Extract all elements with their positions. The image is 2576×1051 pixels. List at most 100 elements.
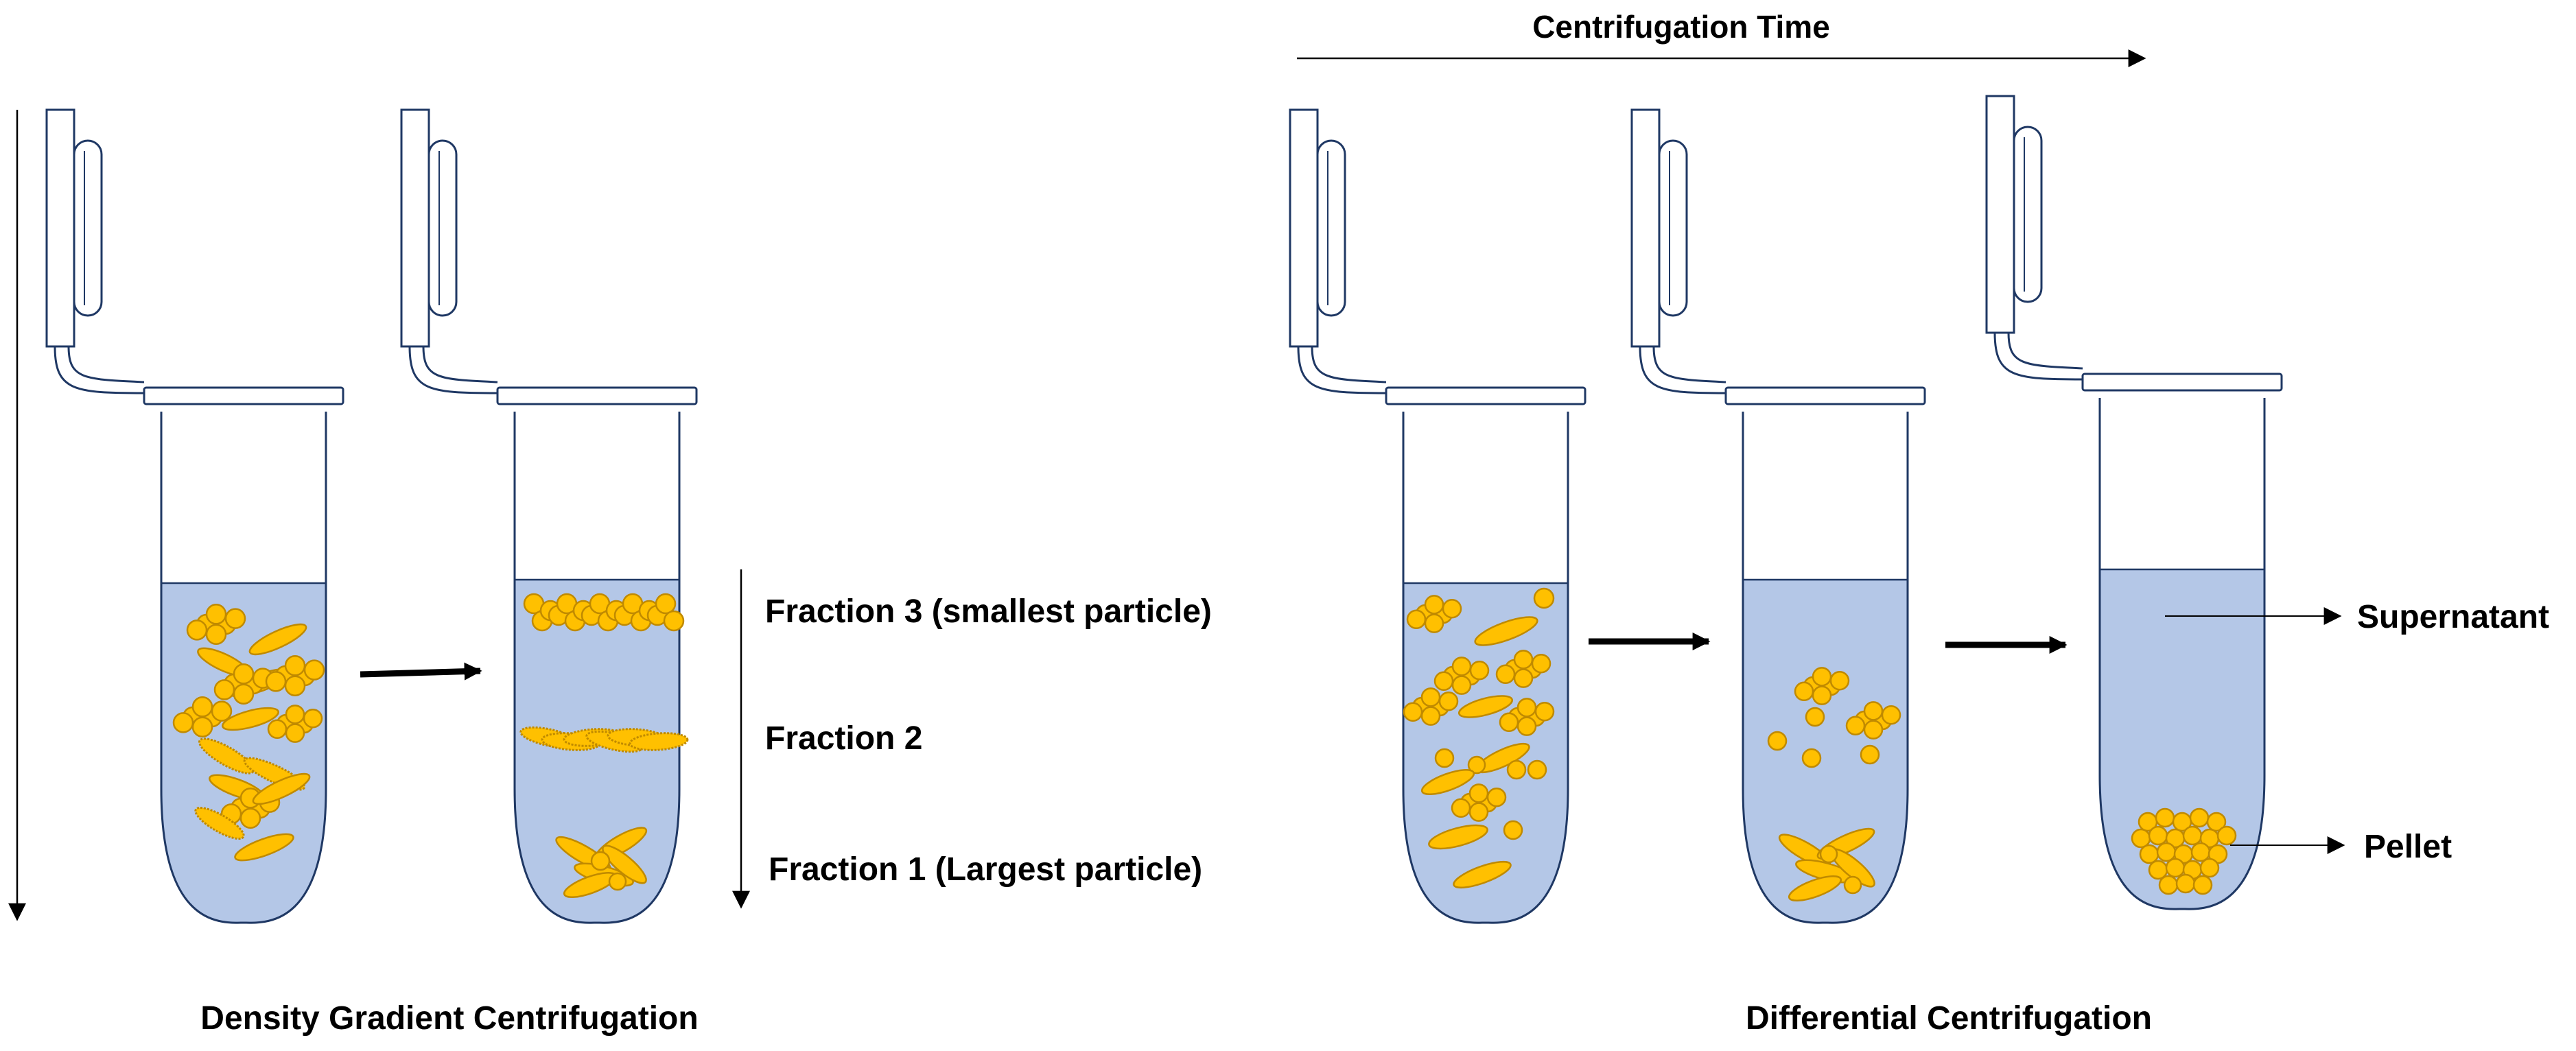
tube-body <box>2098 398 2266 910</box>
hinge-inner <box>422 346 498 383</box>
particle-sphere <box>1829 670 1850 691</box>
particle-sphere <box>1819 845 1838 864</box>
particle-sphere <box>1767 731 1788 751</box>
particle-rod <box>234 833 294 862</box>
particle-sphere <box>1863 701 1884 721</box>
particle-sphere <box>284 655 306 676</box>
particle-sphere <box>211 700 233 722</box>
particle-rod <box>248 623 307 656</box>
particle-sphere <box>1468 783 1489 803</box>
particle-sphere <box>1517 698 1537 718</box>
hinge <box>1639 346 1726 394</box>
particle-sphere <box>1533 587 1555 609</box>
cap-plate <box>1289 108 1319 348</box>
particle-sphere <box>2189 807 2210 828</box>
particle-sphere <box>2165 858 2186 878</box>
density-gradient-caption: Density Gradient Centrifugation <box>200 1000 698 1037</box>
particle-sphere <box>1845 716 1866 736</box>
particle-sphere <box>2158 875 2179 895</box>
particle-sphere <box>1499 712 1519 733</box>
cap-plug <box>1658 139 1688 317</box>
particle-sphere <box>2192 875 2213 895</box>
particle-rod <box>1788 875 1842 901</box>
particle-sphere <box>1506 759 1527 780</box>
particle-sphere <box>1467 755 1486 775</box>
particle-sphere <box>1513 668 1534 688</box>
particle-sphere <box>265 671 287 692</box>
particle-sphere <box>2155 807 2175 828</box>
pellet-label: Pellet <box>2364 829 2452 865</box>
tube-body <box>1402 412 1569 924</box>
particle-sphere <box>233 663 255 685</box>
cap-plate <box>45 108 75 348</box>
tubes-layer <box>45 95 2283 924</box>
particle-sphere <box>239 807 261 829</box>
hinge-inner <box>2007 332 2083 370</box>
particle-sphere <box>1794 681 1814 702</box>
tube-body <box>1742 412 1909 924</box>
tube-density-before <box>45 108 344 924</box>
particle-sphere <box>285 705 305 724</box>
particle-rod <box>1453 860 1512 889</box>
tube-body <box>513 412 681 924</box>
particle-sphere <box>1534 701 1555 722</box>
particle-sphere <box>1434 748 1455 768</box>
particle-rod <box>1420 769 1475 795</box>
hinge <box>408 346 498 394</box>
differential-caption: Differential Centrifugation <box>1746 1000 2152 1037</box>
supernatant-label: Supernatant <box>2357 599 2549 635</box>
particle-sphere <box>1420 706 1441 726</box>
particle-sphere <box>186 619 208 641</box>
tube-rim <box>1385 386 1586 405</box>
tube-rim <box>496 386 698 405</box>
particle-sphere <box>1424 613 1444 633</box>
particle-sphere <box>2175 873 2196 894</box>
particle-sphere <box>1495 664 1516 685</box>
particle-sphere <box>1403 702 1423 722</box>
particle-rod <box>222 707 279 731</box>
particle-sphere <box>285 723 305 743</box>
particle-sphere <box>1531 653 1552 674</box>
particle-sphere <box>267 719 288 740</box>
particle-sphere <box>191 716 213 737</box>
particle-sphere <box>1451 798 1471 818</box>
particle-sphere <box>303 708 323 729</box>
fraction-1-label: Fraction 1 (Largest particle) <box>769 851 1202 888</box>
particle-sphere <box>1812 667 1832 687</box>
particle-sphere <box>1433 671 1454 692</box>
particle-sphere <box>205 624 227 645</box>
tube-rim <box>143 386 344 405</box>
tube-diff-final <box>1985 95 2283 910</box>
particle-sphere <box>1424 595 1444 615</box>
particle-sphere <box>1517 716 1537 736</box>
particle-sphere <box>2148 825 2168 846</box>
cap-plug <box>73 139 103 317</box>
particle-sphere <box>1503 820 1523 840</box>
particle-rod <box>629 732 689 751</box>
particle-sphere <box>233 683 255 705</box>
tube-density-after <box>400 108 698 924</box>
particle-sphere <box>284 675 306 696</box>
centrifugation-time-label: Centrifugation Time <box>1532 9 1830 45</box>
fraction-3-label: Fraction 3 (smallest particle) <box>765 593 1212 630</box>
particle-sphere <box>655 593 677 615</box>
particle-rod <box>252 772 311 805</box>
particle-rod <box>1474 616 1538 646</box>
cap-plug <box>428 139 458 317</box>
cap-plate <box>400 108 430 348</box>
particle-sphere <box>224 608 246 629</box>
particle-sphere <box>1863 720 1884 740</box>
hinge <box>54 346 145 394</box>
tube-body <box>160 412 327 924</box>
particle-sphere <box>1527 759 1547 780</box>
particle-sphere <box>1812 685 1832 705</box>
process-arrow-density <box>360 662 482 681</box>
particle-sphere <box>1805 707 1825 727</box>
particle-rod <box>1428 824 1488 850</box>
particle-sphere <box>2156 842 2177 862</box>
particle-sphere <box>1468 802 1489 822</box>
hinge-inner <box>67 346 145 383</box>
hinge-inner <box>1311 346 1387 383</box>
particle-sphere <box>2182 825 2203 846</box>
